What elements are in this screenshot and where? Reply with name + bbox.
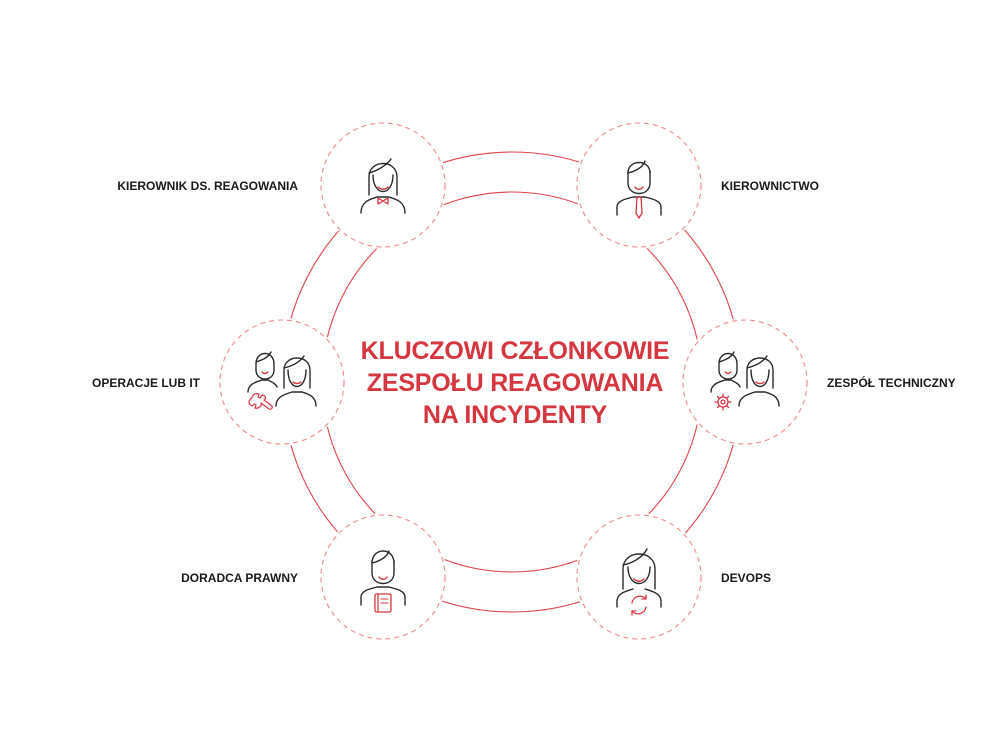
node-circle-operacje	[219, 319, 345, 445]
man-with-tie-icon	[616, 160, 662, 219]
label-kierownictwo: KIEROWNICTWO	[721, 179, 819, 193]
diagram-title: KLUCZOWI CZŁONKOWIE ZESPOŁU REAGOWANIA N…	[330, 335, 700, 431]
man-with-book-icon	[360, 550, 406, 613]
title-line-2: ZESPOŁU REAGOWANIA	[366, 369, 664, 397]
woman-with-sync-icon	[616, 548, 662, 616]
label-kierownik-ds-reagowania: KIEROWNIK DS. REAGOWANIA	[117, 179, 298, 193]
node-circle-doradca	[320, 514, 446, 640]
label-doradca-prawny: DORADCA PRAWNY	[181, 571, 298, 585]
node-circle-devops	[576, 514, 702, 640]
woman-with-bowtie-icon	[360, 158, 406, 214]
node-circle-kierownik	[320, 122, 446, 248]
title-line-3: NA INCYDENTY	[422, 401, 608, 429]
team-with-gear-icon	[710, 351, 780, 411]
title-line-1: KLUCZOWI CZŁONKOWIE	[360, 337, 670, 365]
label-zespol-techniczny: ZESPÓŁ TECHNICZNY	[827, 376, 956, 390]
label-operacje-lub-it: OPERACJE LUB IT	[91, 376, 200, 390]
connector-ring	[281, 151, 743, 613]
label-devops: DEVOPS	[721, 571, 772, 585]
node-circle-zespol	[682, 319, 808, 445]
node-circle-kierownictwo	[576, 122, 702, 248]
team-with-wrench-icon	[247, 351, 317, 410]
